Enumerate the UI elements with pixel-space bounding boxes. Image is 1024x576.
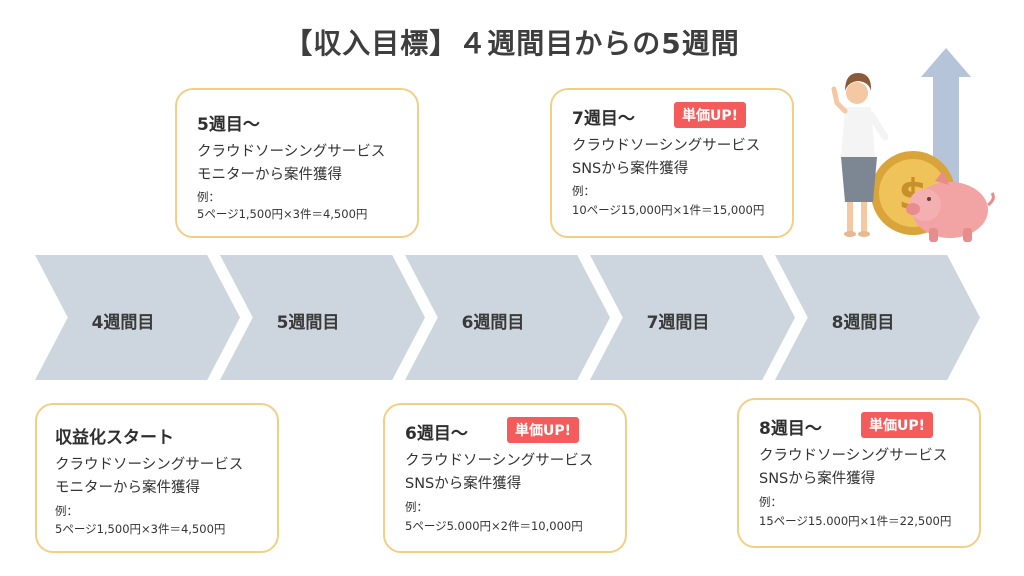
- card-week8-line1: クラウドソーシングサービス: [759, 448, 948, 464]
- card-week7-line1: クラウドソーシングサービス: [572, 138, 761, 154]
- timeline-arrow-week7: [590, 255, 795, 380]
- card-week6-example: 5ページ5.000円×2件＝10,000円: [405, 519, 583, 533]
- timeline-arrow-week8: [775, 255, 980, 380]
- timeline-label-week8: 8週間目: [831, 313, 895, 333]
- card-week7-heading: 7週目〜: [572, 109, 635, 129]
- timeline-arrow-week4: [35, 255, 240, 380]
- card-week7-example: 10ページ15,000円×1件＝15,000円: [572, 203, 765, 217]
- card-week8-heading: 8週目〜: [759, 419, 822, 439]
- timeline-label-week7: 7週間目: [646, 313, 710, 333]
- card-week8-example-label: 例：: [759, 495, 782, 509]
- card-week6-heading: 6週目〜: [405, 424, 468, 444]
- card-start-line2: モニターから案件獲得: [55, 480, 200, 496]
- timeline-label-week6: 6週間目: [461, 313, 525, 333]
- card-start-line1: クラウドソーシングサービス: [55, 457, 244, 473]
- card-week5-example: 5ページ1,500円×3件＝4,500円: [197, 207, 368, 221]
- card-week6-badge: 単価UP!: [507, 417, 580, 443]
- card-week5-example-label: 例：: [197, 190, 220, 204]
- savings-illustration: $: [831, 48, 995, 242]
- card-start-heading: 収益化スタート: [55, 428, 174, 448]
- page-title: 【収入目標】４週間目からの5週間: [284, 27, 740, 60]
- piggy-bank-icon: [906, 171, 995, 242]
- card-week6-line1: クラウドソーシングサービス: [405, 453, 594, 469]
- card-week5-line1: クラウドソーシングサービス: [197, 144, 386, 160]
- card-start-example-label: 例：: [55, 504, 78, 518]
- businesswoman-icon: [831, 73, 889, 237]
- card-week6: 6週目〜 単価UP! クラウドソーシングサービス SNSから案件獲得 例： 5ペ…: [383, 403, 627, 553]
- card-week8: 8週目〜 単価UP! クラウドソーシングサービス SNSから案件獲得 例： 15…: [737, 398, 981, 548]
- card-week7-line2: SNSから案件獲得: [572, 161, 689, 177]
- timeline-label-week5: 5週間目: [276, 313, 340, 333]
- card-week6-line2: SNSから案件獲得: [405, 476, 522, 492]
- card-week7-example-label: 例：: [572, 184, 595, 198]
- card-week7-badge: 単価UP!: [674, 102, 747, 128]
- card-week6-example-label: 例：: [405, 500, 428, 514]
- card-week7: 7週目〜 単価UP! クラウドソーシングサービス SNSから案件獲得 例： 10…: [550, 88, 794, 238]
- card-start: 収益化スタート クラウドソーシングサービス モニターから案件獲得 例： 5ページ…: [35, 403, 279, 553]
- card-week5: 5週目〜 クラウドソーシングサービス モニターから案件獲得 例： 5ページ1,5…: [175, 88, 419, 238]
- card-week8-badge: 単価UP!: [861, 412, 934, 438]
- card-week5-heading: 5週目〜: [197, 115, 260, 135]
- timeline-label-week4: 4週間目: [91, 313, 155, 333]
- card-week8-line2: SNSから案件獲得: [759, 471, 876, 487]
- timeline-arrow-week6: [405, 255, 610, 380]
- card-week5-line2: モニターから案件獲得: [197, 167, 342, 183]
- card-week8-example: 15ページ15.000円×1件＝22,500円: [759, 514, 952, 528]
- card-start-example: 5ページ1,500円×3件＝4,500円: [55, 522, 226, 536]
- timeline-arrow-week5: [220, 255, 425, 380]
